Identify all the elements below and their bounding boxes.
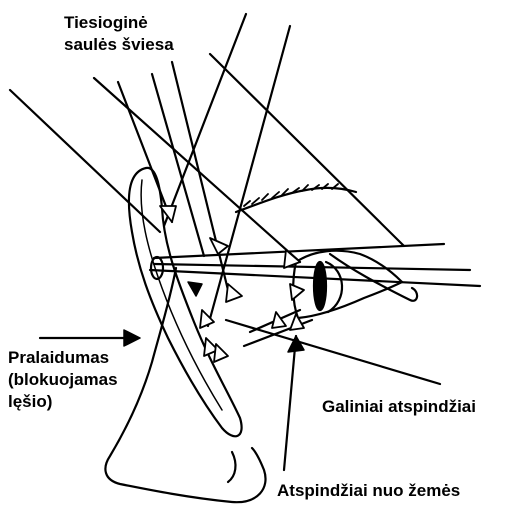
nose-side bbox=[228, 452, 235, 482]
ray-transmit-2 bbox=[154, 264, 470, 270]
lens-outline bbox=[129, 168, 242, 436]
arrowhead-7 bbox=[290, 314, 304, 330]
ray-direct-8 bbox=[210, 54, 404, 246]
label-transmission-line-3: lęšio) bbox=[8, 391, 118, 413]
label-ground-reflections: Atspindžiai nuo žemės bbox=[277, 480, 460, 502]
ray-direct-5 bbox=[208, 26, 290, 326]
arrowhead-4 bbox=[284, 250, 300, 268]
label-direct-line-2: saulės šviesa bbox=[64, 34, 174, 56]
arrowhead-2 bbox=[210, 238, 228, 254]
iris-curve bbox=[326, 262, 342, 312]
ray-transmit-1 bbox=[154, 244, 444, 258]
arrowhead-10 bbox=[214, 344, 228, 362]
ray-ground bbox=[284, 336, 296, 470]
label-transmission-line-1: Pralaidumas bbox=[8, 347, 118, 369]
arrowhead-5 bbox=[290, 284, 304, 300]
arrowhead-direct bbox=[188, 282, 202, 296]
label-transmission-line-2: (blokuojamas bbox=[8, 369, 118, 391]
arrowhead-3 bbox=[226, 284, 242, 302]
label-direct-line-1: Tiesioginė bbox=[64, 12, 174, 34]
transmission-pointer-head bbox=[124, 330, 140, 346]
brow-line bbox=[236, 188, 356, 212]
pupil bbox=[314, 262, 326, 310]
ray-direct-6 bbox=[10, 90, 160, 232]
label-transmission: Pralaidumas (blokuojamas lęšio) bbox=[8, 347, 118, 413]
label-direct-sunlight: Tiesioginė saulės šviesa bbox=[64, 12, 174, 56]
label-back-reflections: Galiniai atspindžiai bbox=[322, 396, 476, 418]
arrowhead-6 bbox=[272, 312, 286, 328]
